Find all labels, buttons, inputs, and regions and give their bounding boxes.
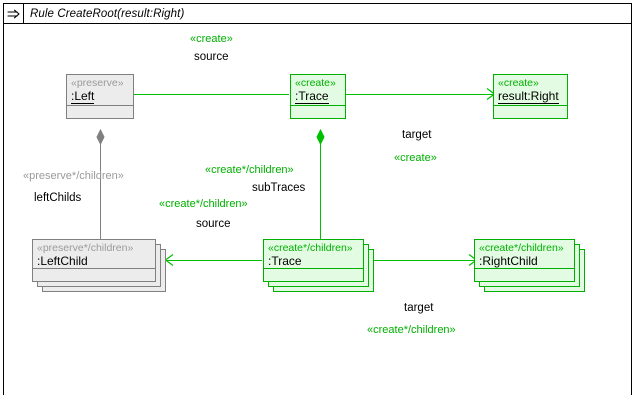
composition-diamond-filled [316, 128, 325, 146]
edge-label-source-top-stereotype: «create» [190, 33, 233, 45]
edge-label-target-bottom-stereotype: «create*/children» [367, 324, 456, 336]
window-title-bar: Rule CreateRoot(result:Right) [4, 4, 631, 24]
node-left-child-attributes-compartment [33, 268, 155, 281]
node-right-child-stereotype: «create*/children» [479, 242, 564, 254]
node-result-right-attributes-compartment [494, 105, 567, 118]
node-right-child-box[interactable]: «create*/children» :RightChild [474, 239, 575, 282]
node-left-name: :Left [71, 89, 95, 104]
node-left-child[interactable]: «preserve*/children» :LeftChild [32, 239, 166, 292]
node-left-child-box[interactable]: «preserve*/children» :LeftChild [32, 239, 156, 282]
edge-label-source-bottom-role: source [196, 218, 231, 230]
edge-label-source-top-role: source [194, 51, 229, 63]
node-trace-bottom-attributes-compartment [264, 268, 363, 281]
node-trace-bottom-box[interactable]: «create*/children» :Trace [263, 239, 364, 282]
node-trace-top-stereotype: «create» [295, 77, 336, 89]
node-left-attributes-compartment [67, 105, 133, 118]
diagram-canvas: «create» source target «create» «preserv… [4, 24, 631, 395]
page-title: Rule CreateRoot(result:Right) [30, 7, 185, 20]
node-left-child-name: :LeftChild [37, 254, 88, 269]
node-result-right-name: result:Right [498, 89, 559, 104]
edge-label-sub-traces-role: subTraces [252, 182, 306, 194]
node-right-child-name: :RightChild [479, 254, 538, 269]
node-result-right[interactable]: «create» result:Right [493, 74, 568, 119]
node-trace-top[interactable]: «create» :Trace [290, 74, 346, 119]
node-trace-top-attributes-compartment [291, 105, 345, 118]
edge-label-left-childs-role: leftChilds [34, 192, 82, 204]
edge-label-left-childs-stereotype: «preserve*/children» [23, 170, 124, 182]
composition-diamond-filled [96, 128, 105, 146]
edge-label-target-top-role: target [402, 129, 432, 141]
node-result-right-box[interactable]: «create» result:Right [493, 74, 568, 119]
node-result-right-stereotype: «create» [498, 77, 539, 89]
node-left-child-stereotype: «preserve*/children» [37, 242, 134, 254]
node-right-child[interactable]: «create*/children» :RightChild [474, 239, 585, 292]
edge-label-target-top-stereotype: «create» [394, 152, 437, 164]
node-left-stereotype: «preserve» [71, 77, 124, 89]
node-left-box[interactable]: «preserve» :Left [66, 74, 134, 119]
node-trace-top-name: :Trace [295, 89, 329, 104]
node-trace-top-box[interactable]: «create» :Trace [290, 74, 346, 119]
rule-arrow-icon [4, 4, 24, 23]
node-right-child-attributes-compartment [475, 268, 574, 281]
edge-label-target-bottom-role: target [404, 302, 434, 314]
node-trace-bottom[interactable]: «create*/children» :Trace [263, 239, 374, 292]
edge-label-source-bottom-stereotype: «create*/children» [159, 198, 248, 210]
node-trace-bottom-stereotype: «create*/children» [268, 242, 353, 254]
node-trace-bottom-name: :Trace [268, 254, 302, 269]
edge-label-sub-traces-stereotype: «create*/children» [205, 164, 294, 176]
node-left[interactable]: «preserve» :Left [66, 74, 134, 119]
rule-diagram-window: Rule CreateRoot(result:Right) [3, 3, 632, 395]
